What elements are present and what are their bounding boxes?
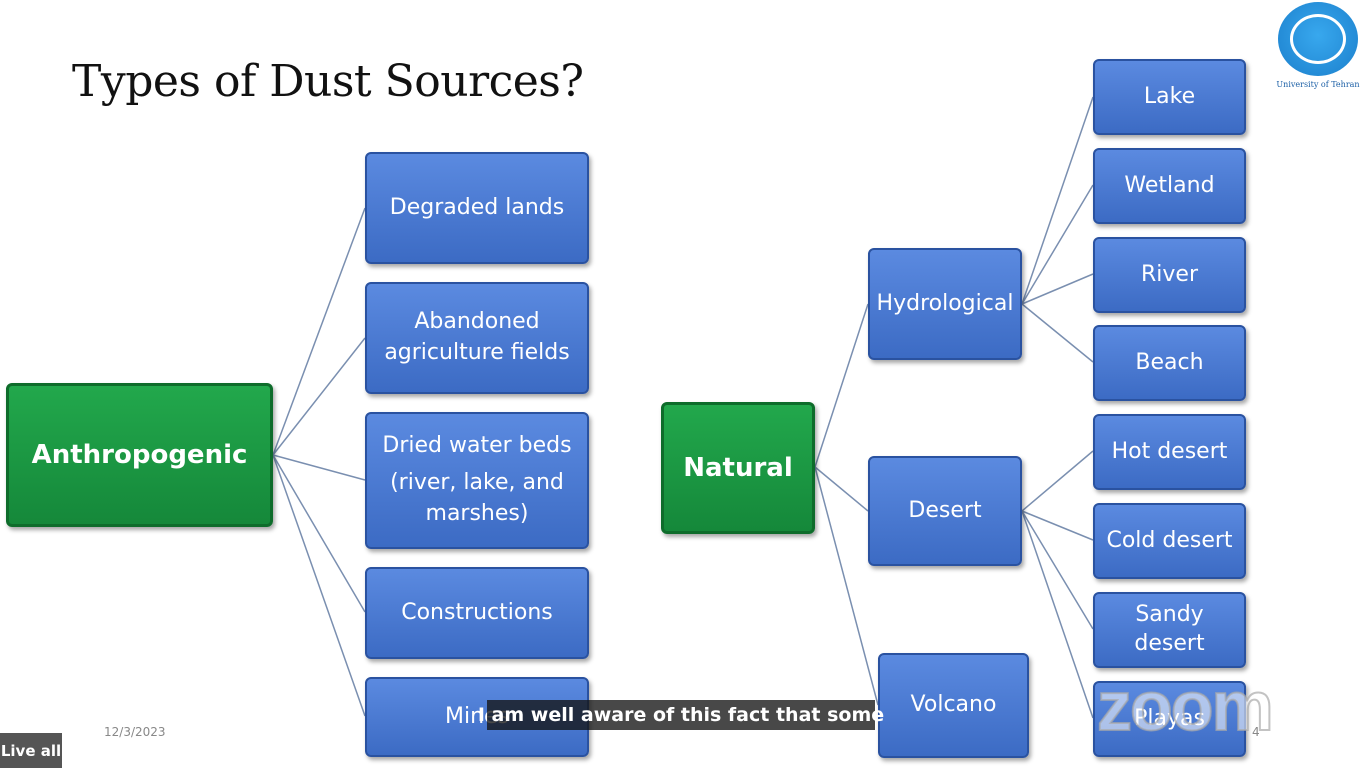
node-volcano-label: Volcano [910,692,997,718]
node-dried-water-beds: Dried water beds (river, lake, and marsh… [365,412,589,549]
node-wetland-label: Wetland [1124,172,1215,198]
node-beach: Beach [1093,325,1246,401]
node-wetland: Wetland [1093,148,1246,224]
node-desert: Desert [868,456,1022,566]
university-logo [1278,2,1358,76]
node-abandoned-agriculture-fields-label: Abandoned agriculture fields [384,309,570,365]
node-hot-desert: Hot desert [1093,414,1246,490]
node-playas-label: Playas [1134,705,1205,731]
node-river-label: River [1141,261,1198,287]
node-beach-label: Beach [1135,349,1204,375]
node-hydrological: Hydrological [868,248,1022,360]
node-desert-label: Desert [908,497,982,523]
live-caption: I am well aware of this fact that some [478,700,884,730]
node-playas: Playas [1093,681,1246,757]
slide-number: 4 [1252,725,1260,739]
node-cold-desert-label: Cold desert [1106,527,1233,553]
node-anthropogenic: Anthropogenic [6,383,273,527]
slide-title: Types of Dust Sources? [72,56,584,107]
node-constructions-label: Constructions [401,599,553,625]
zoom-watermark: zoom [1096,666,1275,746]
node-natural-label: Natural [683,453,793,483]
live-all-button[interactable]: Live all [0,733,62,768]
node-sandy-desert-label: Sandy desert [1134,602,1205,656]
node-abandoned-agriculture-fields: Abandoned agriculture fields [365,282,589,394]
node-volcano: Volcano [878,653,1029,758]
node-natural: Natural [661,402,815,534]
node-lake: Lake [1093,59,1246,135]
node-degraded-lands: Degraded lands [365,152,589,264]
node-hydrological-label: Hydrological [876,290,1014,316]
node-anthropogenic-label: Anthropogenic [31,440,248,470]
node-sandy-desert: Sandy desert [1093,592,1246,668]
node-constructions: Constructions [365,567,589,659]
node-hot-desert-label: Hot desert [1111,438,1228,464]
node-lake-label: Lake [1143,83,1196,109]
slide-date: 12/3/2023 [104,725,166,739]
node-dried-water-beds-label: Dried water beds [382,433,572,459]
node-dried-water-beds-detail: (river, lake, and marshes) [390,470,564,526]
node-cold-desert: Cold desert [1093,503,1246,579]
logo-caption: University of Tehran [1276,80,1360,89]
node-degraded-lands-label: Degraded lands [389,194,565,220]
node-river: River [1093,237,1246,313]
